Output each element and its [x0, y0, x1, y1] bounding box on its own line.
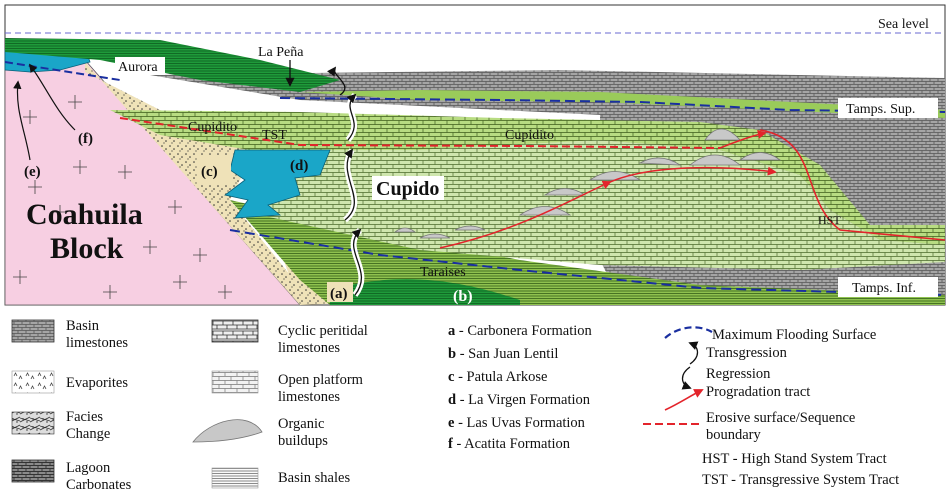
- legend-evaporites: Evaporites: [66, 375, 129, 391]
- formation-key-e-letter: e: [448, 415, 455, 431]
- organic-buildups-swatch: [192, 419, 263, 443]
- formation-key-d-letter: d: [448, 392, 457, 408]
- coahuila-block-label: Coahuila Block: [26, 198, 150, 265]
- formation-key-d: d - La Virgen Formation: [448, 392, 590, 408]
- aurora-body: [5, 38, 340, 92]
- la-pena-label: La Peña: [258, 45, 304, 60]
- marker-c-label: (c): [201, 164, 218, 180]
- marker-b-label: (b): [453, 288, 473, 305]
- legend-open-platform: Open platform limestones: [278, 372, 363, 405]
- formation-key-c-letter: c: [448, 369, 455, 385]
- formation-key-a: a - Carbonera Formation: [448, 323, 592, 339]
- marker-f-pointer: [28, 63, 76, 131]
- legend-organic-buildups: Organic buildups: [278, 416, 328, 449]
- tst-label: TST: [262, 128, 287, 143]
- formation-key-c-name: Patula Arkose: [466, 369, 548, 385]
- mfs-line-lower: [229, 229, 946, 296]
- formation-key-f-letter: f: [448, 436, 453, 452]
- formation-key-f-name: Acatita Formation: [464, 436, 571, 452]
- evaporites-swatch: [11, 370, 55, 394]
- symbol-regression-label: Regression: [706, 366, 771, 382]
- block-word: Block: [50, 232, 124, 265]
- legend-facies-change: Facies Change: [66, 409, 111, 442]
- marker-e-pointer: [13, 80, 31, 161]
- symbol-transgression-label: Transgression: [706, 345, 787, 361]
- aurora-label: Aurora: [118, 60, 158, 75]
- coahuila-cross-marks: [13, 95, 232, 299]
- symbol-erosive-label: Erosive surface/Sequence boundary: [706, 410, 856, 443]
- aurora-tongue: [300, 90, 945, 118]
- formation-key-c: c - Patula Arkose: [448, 369, 548, 385]
- formation-key-f: f - Acatita Formation: [448, 436, 571, 452]
- legend-lagoon-carbonates: Lagoon Carbonates: [66, 460, 132, 493]
- cupido-label: Cupido: [376, 178, 439, 200]
- legend-basin-limestones: Basin limestones: [66, 318, 129, 351]
- lagoon-carbonates-swatch: [11, 459, 55, 483]
- formation-key-b-name: San Juan Lentil: [468, 346, 559, 362]
- transgression-legend-icon: [688, 341, 699, 365]
- open-platform-swatch: [211, 370, 259, 394]
- marker-a-label: (a): [330, 286, 348, 302]
- basin-shales-swatch: [211, 467, 259, 489]
- cyclic-peritidal-swatch: [211, 319, 259, 343]
- symbol-progradation-label: Progradation tract: [706, 384, 811, 400]
- marker-d-label: (d): [290, 158, 308, 174]
- cupidito-label-right: Cupidito: [505, 128, 554, 143]
- facies-change-swatch: [11, 411, 55, 435]
- progradation-arrow-1: [439, 180, 612, 249]
- progradation-legend-arrow: [664, 389, 704, 411]
- erosive-curve: [759, 129, 946, 241]
- symbol-mfs-label: Maximum Flooding Surface: [712, 327, 877, 343]
- cupidito-body: [110, 110, 945, 245]
- formation-key-a-letter: a: [448, 323, 456, 339]
- progradation-arrow-3: [719, 130, 767, 149]
- erosive-surface-line: [119, 117, 721, 149]
- cupidito-label-left: Cupidito: [188, 120, 237, 135]
- marker-e-label: (e): [24, 164, 41, 180]
- tr-arrows-group: [327, 66, 365, 297]
- formation-key-a-name: Carbonera Formation: [467, 323, 592, 339]
- progradation-arrow-2: [609, 166, 777, 183]
- sea-level-label: Sea level: [878, 17, 929, 32]
- formation-key-b-letter: b: [448, 346, 457, 362]
- formation-key-e: e - Las Uvas Formation: [448, 415, 585, 431]
- coahuila-word: Coahuila: [26, 198, 143, 231]
- formation-key-d-name: La Virgen Formation: [468, 392, 590, 408]
- la-virgen-body: [224, 149, 331, 219]
- taraises-body: [230, 200, 945, 305]
- formation-key-b: b - San Juan Lentil: [448, 346, 559, 362]
- legend-cyclic-peritidal: Cyclic peritidal limestones: [278, 323, 368, 356]
- taraises-label: Taraises: [420, 265, 466, 280]
- formation-key-e-name: Las Uvas Formation: [466, 415, 585, 431]
- tamps-sup-label: Tamps. Sup.: [846, 102, 915, 117]
- symbol-tst-label: TST - Transgressive System Tract: [702, 472, 900, 488]
- mfs-legend-line: [664, 326, 713, 339]
- mfs-line-left: [4, 61, 121, 81]
- regression-legend-icon: [681, 366, 692, 390]
- hst-label: HST: [818, 213, 841, 227]
- symbol-hst-label: HST - High Stand System Tract: [702, 451, 887, 467]
- marker-f-label: (f): [78, 131, 93, 147]
- tamps-inf-label: Tamps. Inf.: [852, 281, 916, 296]
- organic-buildups-group: [393, 128, 782, 239]
- legend-basin-shales: Basin shales: [278, 470, 351, 486]
- basin-limestones-swatch: [11, 319, 55, 343]
- san-juan-lentil-body: [330, 279, 520, 305]
